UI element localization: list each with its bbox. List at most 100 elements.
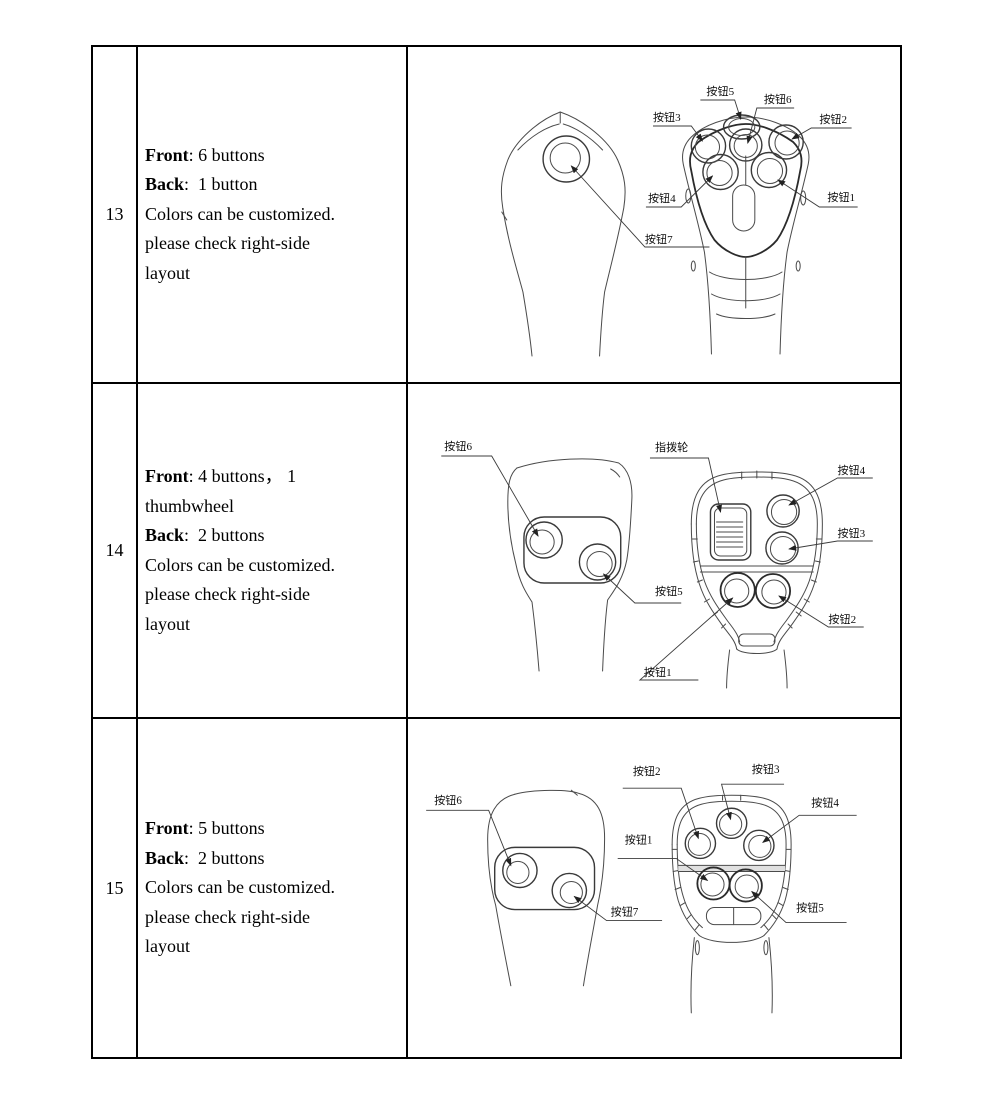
description-line: Front: 6 buttons: [145, 141, 404, 171]
callout-button2: 按钮2: [622, 764, 699, 840]
row-number-cell: 13: [93, 47, 138, 384]
callout-label: 按钮4: [648, 191, 676, 205]
row-number: 14: [105, 540, 124, 560]
description-text: : 1 button: [184, 174, 258, 195]
callout-button6: 按钮6: [746, 92, 795, 144]
description-line: layout: [145, 259, 404, 289]
thumbwheel: [709, 503, 752, 561]
description-line: Front: 4 buttons， 1: [145, 462, 404, 492]
front-button4-circle: [743, 829, 775, 862]
description-text: thumbwheel: [145, 495, 234, 516]
front-button4-circle: [702, 153, 739, 191]
back-plate: [493, 846, 596, 911]
front-button2-circle: [754, 573, 792, 609]
description-line: Back: 2 buttons: [145, 521, 404, 551]
diagram-row-15: 按钮6 按钮7: [426, 762, 857, 1014]
description-line: Colors can be customized.: [145, 551, 404, 581]
callout-button5: 按钮5: [751, 890, 847, 924]
description-line: Colors can be customized.: [145, 873, 404, 903]
front-button1-circle: [696, 866, 731, 901]
description-bold: Front: [145, 466, 189, 486]
callout-label: 按钮1: [827, 190, 855, 204]
description-cell: Front: 6 buttons Back: 1 button Colors c…: [138, 47, 408, 384]
callout-button3: 按钮3: [652, 110, 703, 142]
callout-button4: 按钮4: [762, 795, 857, 843]
description-cell: Front: 5 buttons Back: 2 buttons Colors …: [138, 719, 408, 1057]
description-bold: Back: [145, 174, 185, 195]
description-text: layout: [145, 262, 190, 283]
callout-button3: 按钮3: [720, 762, 785, 821]
callout-label: 按钮4: [837, 463, 865, 477]
diagram-cell: 按钮6 按钮5: [408, 384, 900, 719]
description-line: layout: [145, 610, 404, 640]
joystick-front-view: 按钮5 按钮6 按钮3 按钮2 按钮4: [645, 84, 858, 355]
back-button6-circle: [502, 852, 538, 889]
front-button1-circle: [719, 572, 756, 608]
description-text: please check right-side: [145, 584, 310, 604]
description-line: Colors can be customized.: [145, 200, 404, 230]
joystick-back-view: 按钮7: [500, 111, 710, 357]
front-button1-circle: [750, 151, 788, 189]
callout-button2: 按钮2: [791, 112, 852, 140]
callout-thumbwheel: 指拨轮: [649, 440, 722, 513]
callout-label: 指拨轮: [655, 440, 688, 454]
joystick-front-view: 指拨轮 按钮4 按钮3 按钮2 按钮1: [638, 440, 873, 689]
back-button-circle: [542, 135, 591, 183]
callout-button3: 按钮3: [788, 526, 873, 551]
callout-label: 按钮2: [819, 112, 847, 126]
callout-label: 按钮5: [706, 84, 734, 98]
description-text: please check right-side: [145, 906, 310, 927]
description-text: : 6 buttons: [188, 144, 265, 165]
callout-button1: 按钮1: [638, 597, 734, 681]
callout-label: 按钮3: [752, 762, 780, 776]
callout-label: 按钮5: [796, 901, 824, 915]
callout-label: 按钮4: [811, 795, 839, 809]
joystick-back-view: 按钮6 按钮5: [441, 439, 683, 672]
callout-button7: 按钮7: [573, 895, 663, 922]
description-line: please check right-side: [145, 580, 404, 610]
description-text: layout: [145, 613, 190, 634]
back-button5-circle: [578, 543, 617, 581]
front-button4-circle: [766, 494, 800, 528]
description-line: layout: [145, 932, 404, 962]
callout-label: 按钮2: [828, 612, 856, 626]
callout-button5: 按钮5: [700, 84, 742, 120]
callout-button6: 按钮6: [426, 793, 512, 867]
diagram-cell: 按钮7: [408, 47, 900, 384]
description-cell: Front: 4 buttons， 1 thumbwheel Back: 2 b…: [138, 384, 408, 719]
description-text: please check right-side: [145, 233, 310, 254]
callout-button2: 按钮2: [778, 595, 864, 628]
row-number: 15: [105, 877, 124, 898]
callout-label: 按钮2: [633, 764, 661, 778]
description-line: Back: 1 button: [145, 170, 404, 200]
description-text: : 2 buttons: [184, 847, 265, 868]
callout-label: 按钮3: [837, 526, 865, 540]
description-text: Colors can be customized.: [145, 554, 335, 575]
diagram-row-13: 按钮7: [500, 84, 858, 357]
description-text: : 2 buttons: [184, 525, 265, 545]
callout-label: 按钮7: [645, 232, 673, 246]
front-button5-circle: [722, 114, 761, 140]
joystick-back-view: 按钮6 按钮7: [426, 789, 663, 987]
callout-button4: 按钮4: [645, 175, 714, 208]
diagram-row-14: 按钮6 按钮5: [441, 439, 873, 689]
description-text: : 4 buttons， 1: [188, 466, 297, 486]
spec-table: 13 Front: 6 buttons Back: 1 button Color…: [91, 45, 902, 1059]
callout-button7: 按钮7: [570, 165, 710, 248]
center-pill: [732, 184, 756, 232]
callout-label: 按钮1: [644, 665, 672, 679]
callout-button5: 按钮5: [602, 573, 683, 604]
diagram-cell: 按钮6 按钮7: [408, 719, 900, 1057]
callout-label: 按钮6: [444, 439, 472, 453]
joystick-front-view: 按钮2 按钮3 按钮4 按钮1 按钮5: [617, 762, 857, 1014]
row-number-cell: 15: [93, 719, 138, 1057]
callout-label: 按钮1: [625, 832, 653, 846]
description-bold: Front: [145, 818, 189, 839]
row-number: 13: [105, 204, 124, 224]
description-text: Colors can be customized.: [145, 203, 335, 224]
description-line: please check right-side: [145, 903, 404, 933]
callout-label: 按钮5: [655, 584, 683, 598]
callout-label: 按钮7: [611, 905, 639, 919]
description-text: Colors can be customized.: [145, 877, 335, 898]
